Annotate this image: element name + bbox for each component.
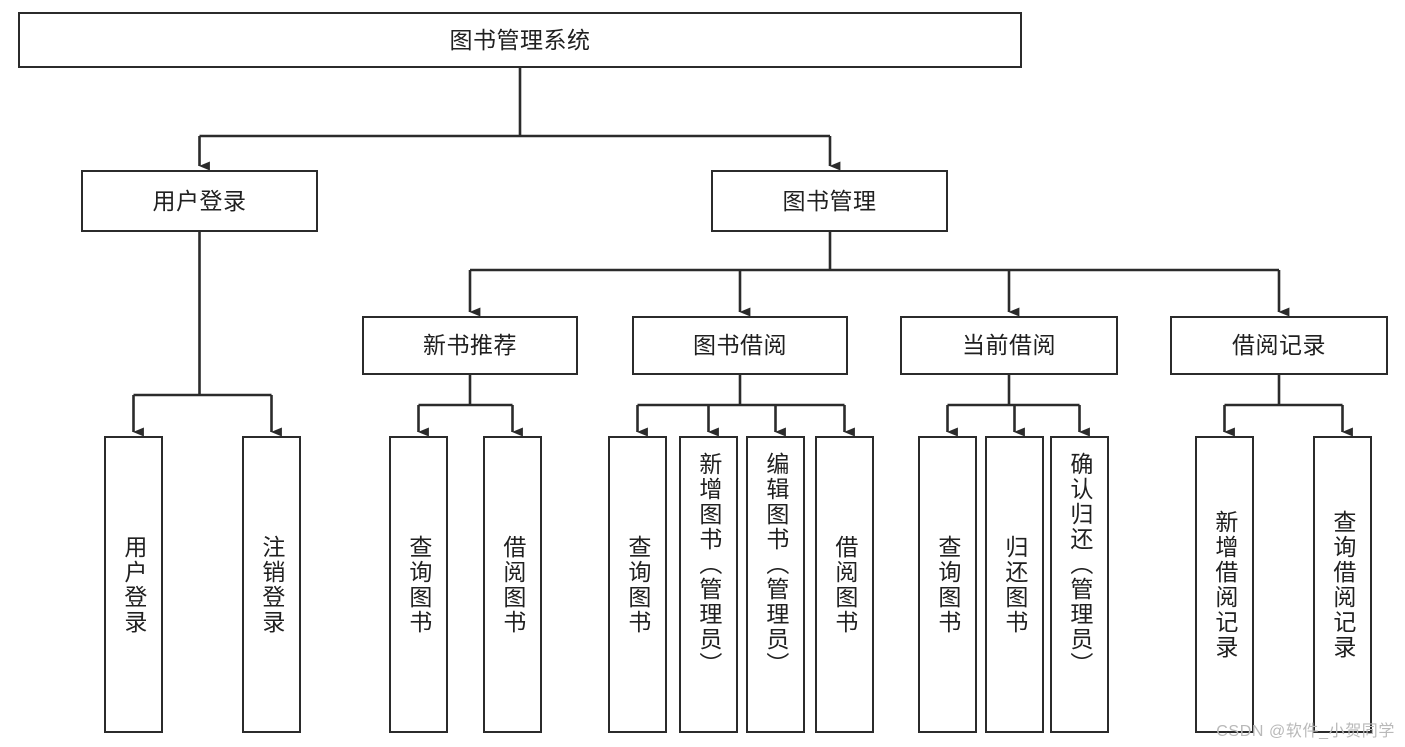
leaf-node[interactable]: 查询图书 bbox=[389, 436, 448, 733]
node-borrow-record-label: 借阅记录 bbox=[1232, 332, 1326, 359]
leaf-node[interactable]: 查询图书 bbox=[918, 436, 977, 733]
node-current-borrow[interactable]: 当前借阅 bbox=[900, 316, 1118, 375]
node-book-management-label: 图书管理 bbox=[782, 187, 877, 214]
node-book-management[interactable]: 图书管理 bbox=[711, 170, 948, 232]
leaf-node-label: 新增借阅记录 bbox=[1211, 509, 1238, 660]
node-root-system[interactable]: 图书管理系统 bbox=[18, 12, 1022, 68]
watermark-credit: CSDN @软件_小贺同学 bbox=[1216, 723, 1395, 740]
leaf-node-label: 查询借阅记录 bbox=[1329, 509, 1356, 660]
leaf-node[interactable]: 查询借阅记录 bbox=[1313, 436, 1372, 733]
node-new-book-recommend[interactable]: 新书推荐 bbox=[362, 316, 578, 375]
leaf-node-label: 确认归还（管理员） bbox=[1066, 452, 1093, 677]
leaf-node[interactable]: 新增图书（管理员） bbox=[679, 436, 738, 733]
leaf-node-label: 借阅图书 bbox=[499, 534, 526, 635]
node-book-borrow[interactable]: 图书借阅 bbox=[632, 316, 848, 375]
leaf-node[interactable]: 确认归还（管理员） bbox=[1050, 436, 1109, 733]
node-user-login[interactable]: 用户登录 bbox=[81, 170, 318, 232]
leaf-node[interactable]: 注销登录 bbox=[242, 436, 301, 733]
leaf-node-label: 查询图书 bbox=[405, 534, 432, 635]
node-borrow-record[interactable]: 借阅记录 bbox=[1170, 316, 1388, 375]
leaf-node[interactable]: 查询图书 bbox=[608, 436, 667, 733]
leaf-node[interactable]: 借阅图书 bbox=[815, 436, 874, 733]
node-user-login-label: 用户登录 bbox=[152, 187, 247, 214]
node-current-borrow-label: 当前借阅 bbox=[962, 332, 1056, 359]
node-root-label: 图书管理系统 bbox=[449, 26, 591, 53]
node-book-borrow-label: 图书借阅 bbox=[693, 332, 787, 359]
leaf-node-label: 查询图书 bbox=[934, 534, 961, 635]
leaf-node-label: 编辑图书（管理员） bbox=[762, 452, 789, 677]
node-new-book-recommend-label: 新书推荐 bbox=[423, 332, 517, 359]
leaf-node-label: 归还图书 bbox=[1001, 534, 1028, 635]
leaf-node[interactable]: 新增借阅记录 bbox=[1195, 436, 1254, 733]
leaf-node-label: 借阅图书 bbox=[831, 534, 858, 635]
leaf-node-label: 查询图书 bbox=[624, 534, 651, 635]
leaf-node[interactable]: 用户登录 bbox=[104, 436, 163, 733]
leaf-node-label: 新增图书（管理员） bbox=[695, 452, 722, 677]
leaf-node[interactable]: 归还图书 bbox=[985, 436, 1044, 733]
leaf-node[interactable]: 编辑图书（管理员） bbox=[746, 436, 805, 733]
leaf-node-label: 注销登录 bbox=[258, 534, 285, 635]
leaf-node-label: 用户登录 bbox=[120, 534, 147, 635]
leaf-node[interactable]: 借阅图书 bbox=[483, 436, 542, 733]
